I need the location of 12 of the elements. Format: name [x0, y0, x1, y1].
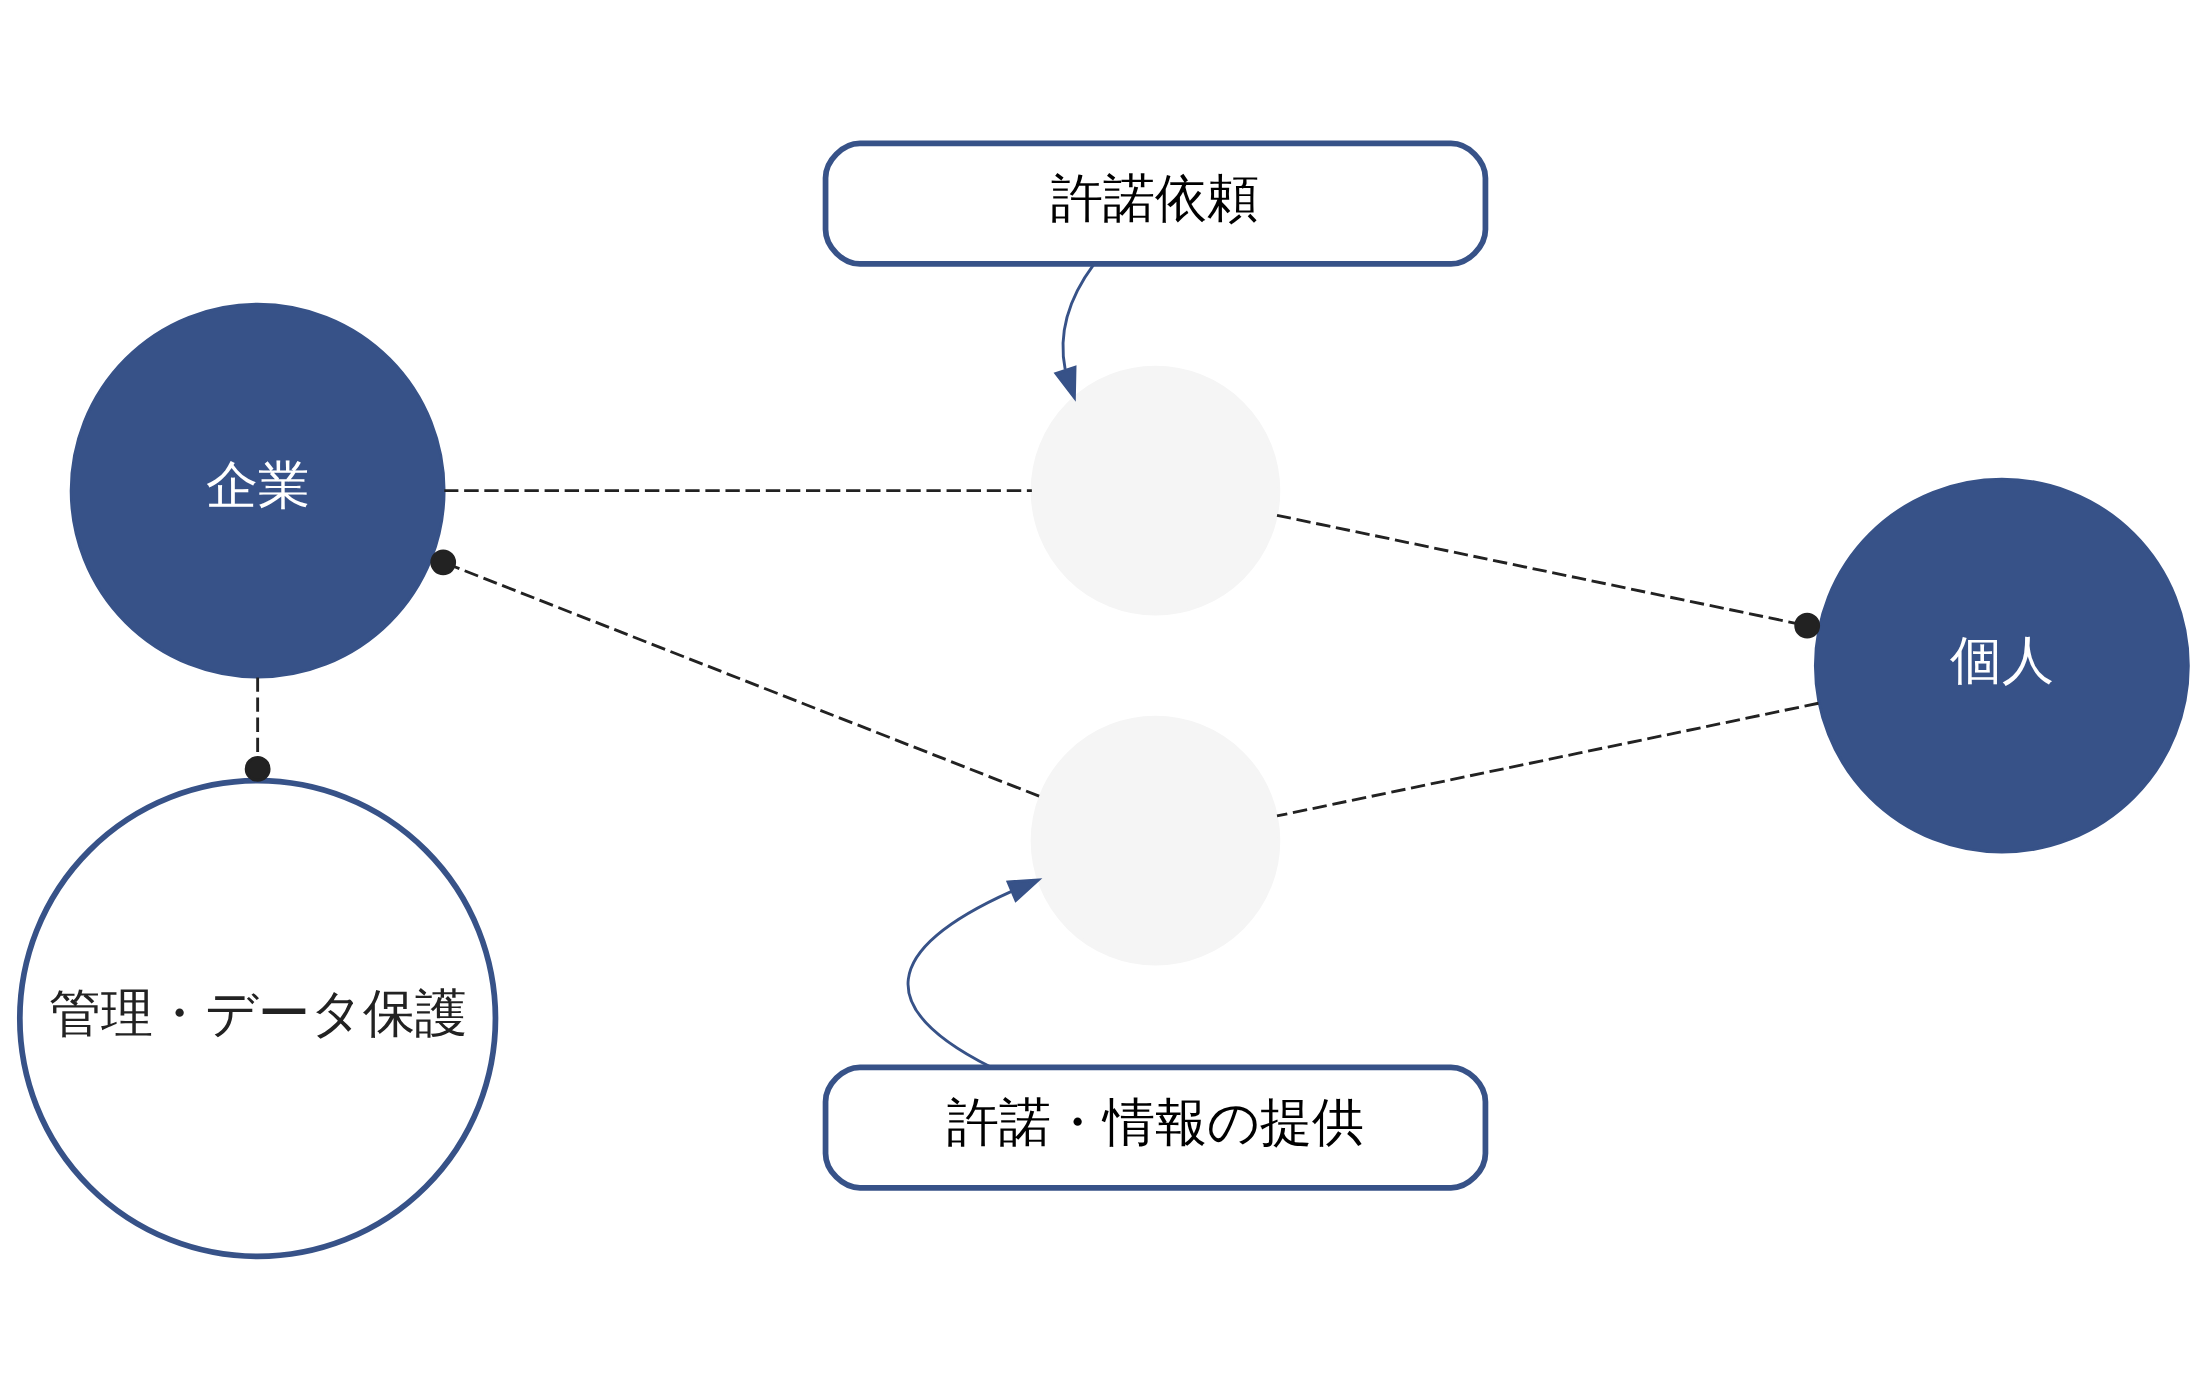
node-box: 許諾・情報の提供: [822, 1064, 1489, 1191]
node-circle: [1030, 715, 1281, 966]
connector: [1276, 701, 1819, 818]
node-circle: 企業: [69, 302, 446, 679]
node-circle: 管理・データ保護: [16, 777, 499, 1260]
arrow: [1053, 263, 1095, 402]
connector: [430, 549, 1040, 798]
connector: [244, 677, 271, 782]
node-box: 許諾依頼: [822, 140, 1489, 267]
connector: [444, 489, 1032, 493]
node-circle: 個人: [1813, 477, 2190, 854]
connector: [1276, 513, 1821, 639]
